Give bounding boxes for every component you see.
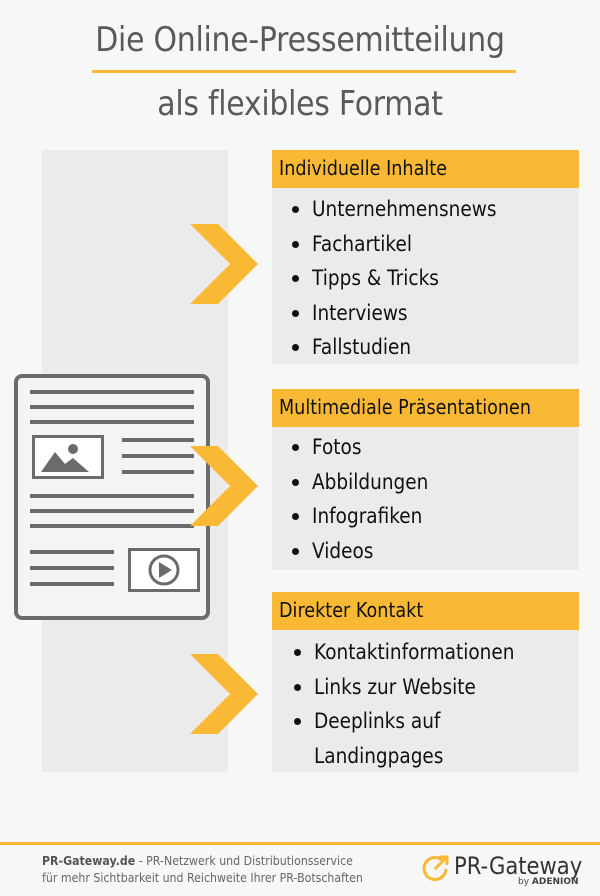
list-item: Fotos xyxy=(272,430,579,465)
list-item: Fallstudien xyxy=(272,330,579,365)
section-heading: Multimediale Präsentationen xyxy=(272,389,579,427)
logo-company: by ADENION xyxy=(518,877,579,887)
chevron-right-icon xyxy=(190,224,258,304)
list-item: Deeplinks auf Landingpages xyxy=(272,704,579,773)
list-item: Videos xyxy=(272,534,579,569)
footer-divider xyxy=(0,842,600,845)
section-list: Unternehmensnews Fachartikel Tipps & Tri… xyxy=(272,188,579,365)
logo-name: PR-Gateway xyxy=(454,852,583,880)
section-direkter-kontakt: Direkter Kontakt Kontaktinformationen Li… xyxy=(272,592,579,772)
list-item: Abbildungen xyxy=(272,465,579,500)
section-list: Fotos Abbildungen Infografiken Videos xyxy=(272,427,579,568)
title-line-2: als flexibles Format xyxy=(157,84,443,124)
title-line-1: Die Online-Pressemitteilung xyxy=(95,20,505,60)
video-play-icon xyxy=(128,548,200,592)
pr-gateway-logo[interactable]: PR-Gateway by ADENION xyxy=(420,852,584,892)
list-item: Tipps & Tricks xyxy=(272,261,579,296)
list-item: Unternehmensnews xyxy=(272,192,579,227)
section-heading: Individuelle Inhalte xyxy=(272,150,579,188)
footer-text: PR-Gateway.de - PR-Netzwerk und Distribu… xyxy=(42,853,363,885)
chevron-right-icon xyxy=(190,654,258,734)
chevron-right-icon xyxy=(190,446,258,526)
section-individuelle-inhalte: Individuelle Inhalte Unternehmensnews Fa… xyxy=(272,150,579,364)
list-item: Fachartikel xyxy=(272,227,579,262)
document-icon xyxy=(14,374,210,620)
logo-arrow-icon xyxy=(422,855,449,881)
section-list: Kontaktinformationen Links zur Website D… xyxy=(272,630,579,773)
list-item: Kontaktinformationen xyxy=(272,635,579,670)
title-divider xyxy=(92,70,516,73)
image-placeholder-icon xyxy=(32,435,104,479)
list-item: Infografiken xyxy=(272,499,579,534)
footer-brand-link[interactable]: PR-Gateway.de xyxy=(42,853,136,868)
list-item: Interviews xyxy=(272,296,579,331)
list-item: Links zur Website xyxy=(272,670,579,705)
section-heading: Direkter Kontakt xyxy=(272,592,579,630)
section-multimediale-praesentationen: Multimediale Präsentationen Fotos Abbild… xyxy=(272,389,579,570)
